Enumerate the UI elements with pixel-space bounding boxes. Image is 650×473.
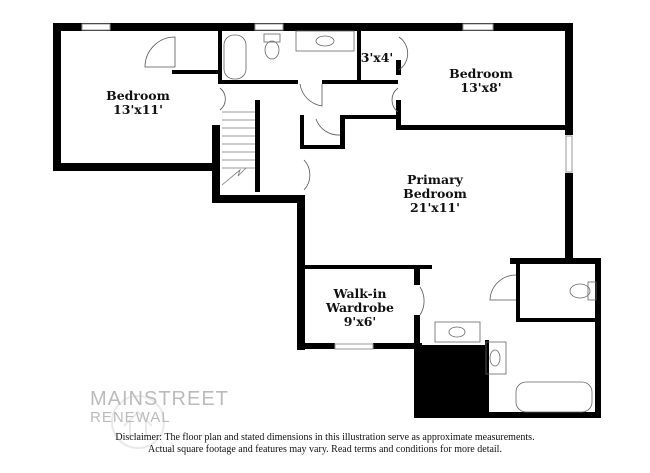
room-label-primary-bedroom: Primary Bedroom 21'x11' — [403, 173, 467, 215]
toilet-icon-2 — [569, 283, 591, 299]
room-name: Primary — [407, 172, 463, 187]
disclaimer-line2: Actual square footage and features may v… — [148, 444, 502, 455]
windows — [81, 23, 573, 350]
logo-line1: MAINSTREET — [90, 388, 229, 410]
room-size: 21'x11' — [410, 200, 460, 215]
stairs — [221, 111, 255, 186]
walls — [53, 23, 601, 418]
toilet-icon — [264, 40, 280, 60]
vanity-icon — [434, 321, 481, 343]
bathtub-icon — [223, 34, 247, 80]
room-size: 13'x11' — [113, 102, 163, 117]
door-swings — [144, 36, 517, 316]
room-name: Wardrobe — [326, 300, 394, 315]
room-name: Bedroom — [403, 186, 467, 201]
room-size: 13'x8' — [460, 80, 502, 95]
room-size: 9'x6' — [343, 314, 377, 329]
sink-counter-icon — [295, 30, 355, 52]
room-label-bedroom-right: Bedroom 13'x8' — [449, 67, 513, 95]
room-label-bedroom-left: Bedroom 13'x11' — [106, 89, 170, 117]
logo-watermark-icon — [111, 395, 165, 449]
room-label-closet: 3'x4' — [361, 51, 394, 65]
room-size: 3'x4' — [360, 50, 394, 65]
room-label-walk-in-wardrobe: Walk-in Wardrobe 9'x6' — [326, 287, 394, 329]
room-name: Walk-in — [333, 286, 387, 301]
room-name: Bedroom — [449, 66, 513, 81]
fixtures — [223, 30, 597, 413]
disclaimer-line1: Disclaimer: The floor plan and stated di… — [115, 432, 535, 443]
room-name: Bedroom — [106, 88, 170, 103]
bathtub-icon-2 — [515, 381, 593, 413]
logo-line2: RENEWAL — [90, 409, 171, 426]
logo-watermark: MAINSTREET RENEWAL — [90, 389, 229, 426]
disclaimer: Disclaimer: The floor plan and stated di… — [0, 432, 650, 456]
